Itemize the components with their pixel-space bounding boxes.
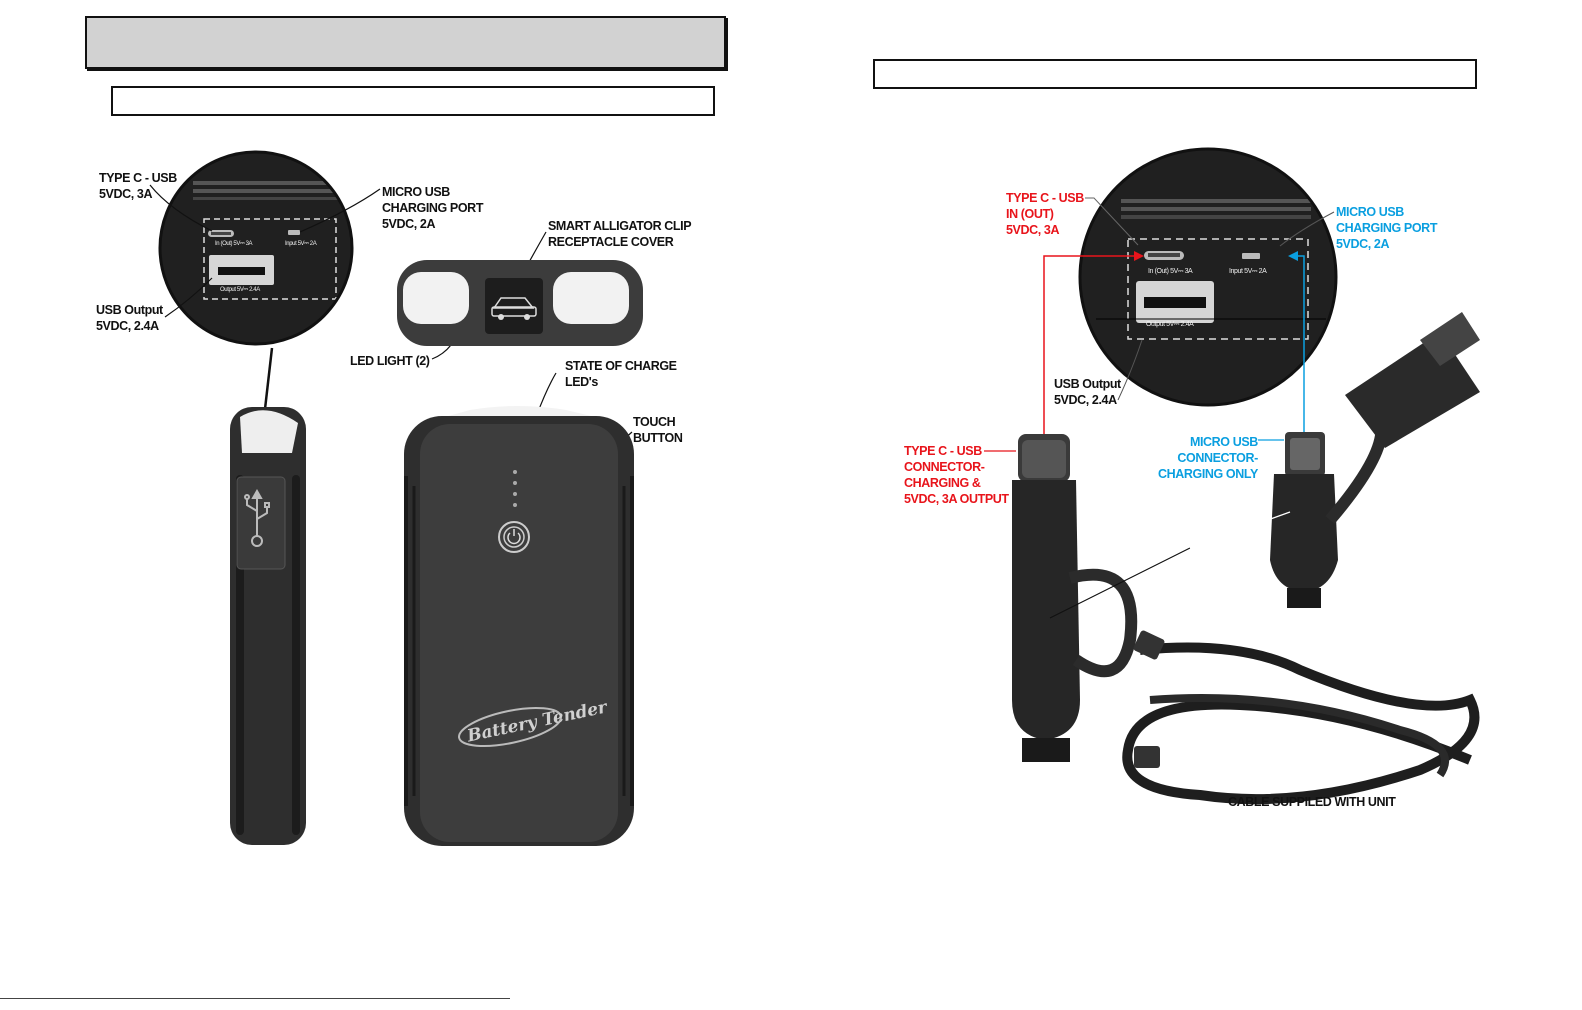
micro-usb-charging-port-label: MICRO USB CHARGING PORT 5VDC, 2A (382, 185, 484, 231)
right-port-zoom-circle (1078, 147, 1338, 407)
state-of-charge-label: STATE OF CHARGE LED's (565, 359, 677, 389)
bottom-rule (0, 998, 510, 999)
side-view-device (230, 407, 306, 845)
cable-supplied-caption: CABLE SUPPILED WITH UNIT (1228, 795, 1396, 809)
micro-usb-connector-label: MICRO USB CONNECTOR- CHARGING ONLY (1158, 435, 1258, 481)
smart-alligator-clip-label: SMART ALLIGATOR CLIP RECEPTACLE COVER (548, 219, 692, 249)
front-view-device (404, 406, 634, 846)
led-light-label: LED LIGHT (2) (350, 354, 430, 368)
left-subheader-bar (111, 86, 715, 116)
typec-usb-label: TYPE C - USB 5VDC, 3A (99, 171, 177, 201)
right-usb-port-small-label: Output 5V⎓ 2.4A (1146, 321, 1194, 328)
right-micro-port-small-label: Input 5V⎓ 2A (1229, 268, 1267, 275)
typec-in-out-label: TYPE C - USB IN (OUT) 5VDC, 3A (1006, 191, 1084, 237)
left-micro-port-small-label: Input 5V⎓ 2A (285, 241, 317, 247)
usb-output-label: USB Output 5VDC, 2.4A (96, 303, 163, 333)
typec-connector-label: TYPE C - USB CONNECTOR- CHARGING & 5VDC,… (904, 444, 1009, 506)
top-view-device (397, 260, 643, 346)
left-header-bar (85, 16, 726, 69)
micro-usb-charging-port-right-label: MICRO USB CHARGING PORT 5VDC, 2A (1336, 205, 1438, 251)
right-typec-port-small-label: In (Out) 5V⎓ 3A (1148, 268, 1193, 275)
right-header-bar (873, 59, 1477, 89)
touch-button-label: TOUCH BUTTON (633, 415, 683, 445)
left-typec-port-small-label: In (Out) 5V⎓ 3A (215, 241, 253, 247)
left-usb-port-small-label: Output 5V⎓ 2.4A (220, 287, 260, 293)
usb-output-right-label: USB Output 5VDC, 2.4A (1054, 377, 1121, 407)
left-port-zoom-circle (158, 150, 354, 346)
